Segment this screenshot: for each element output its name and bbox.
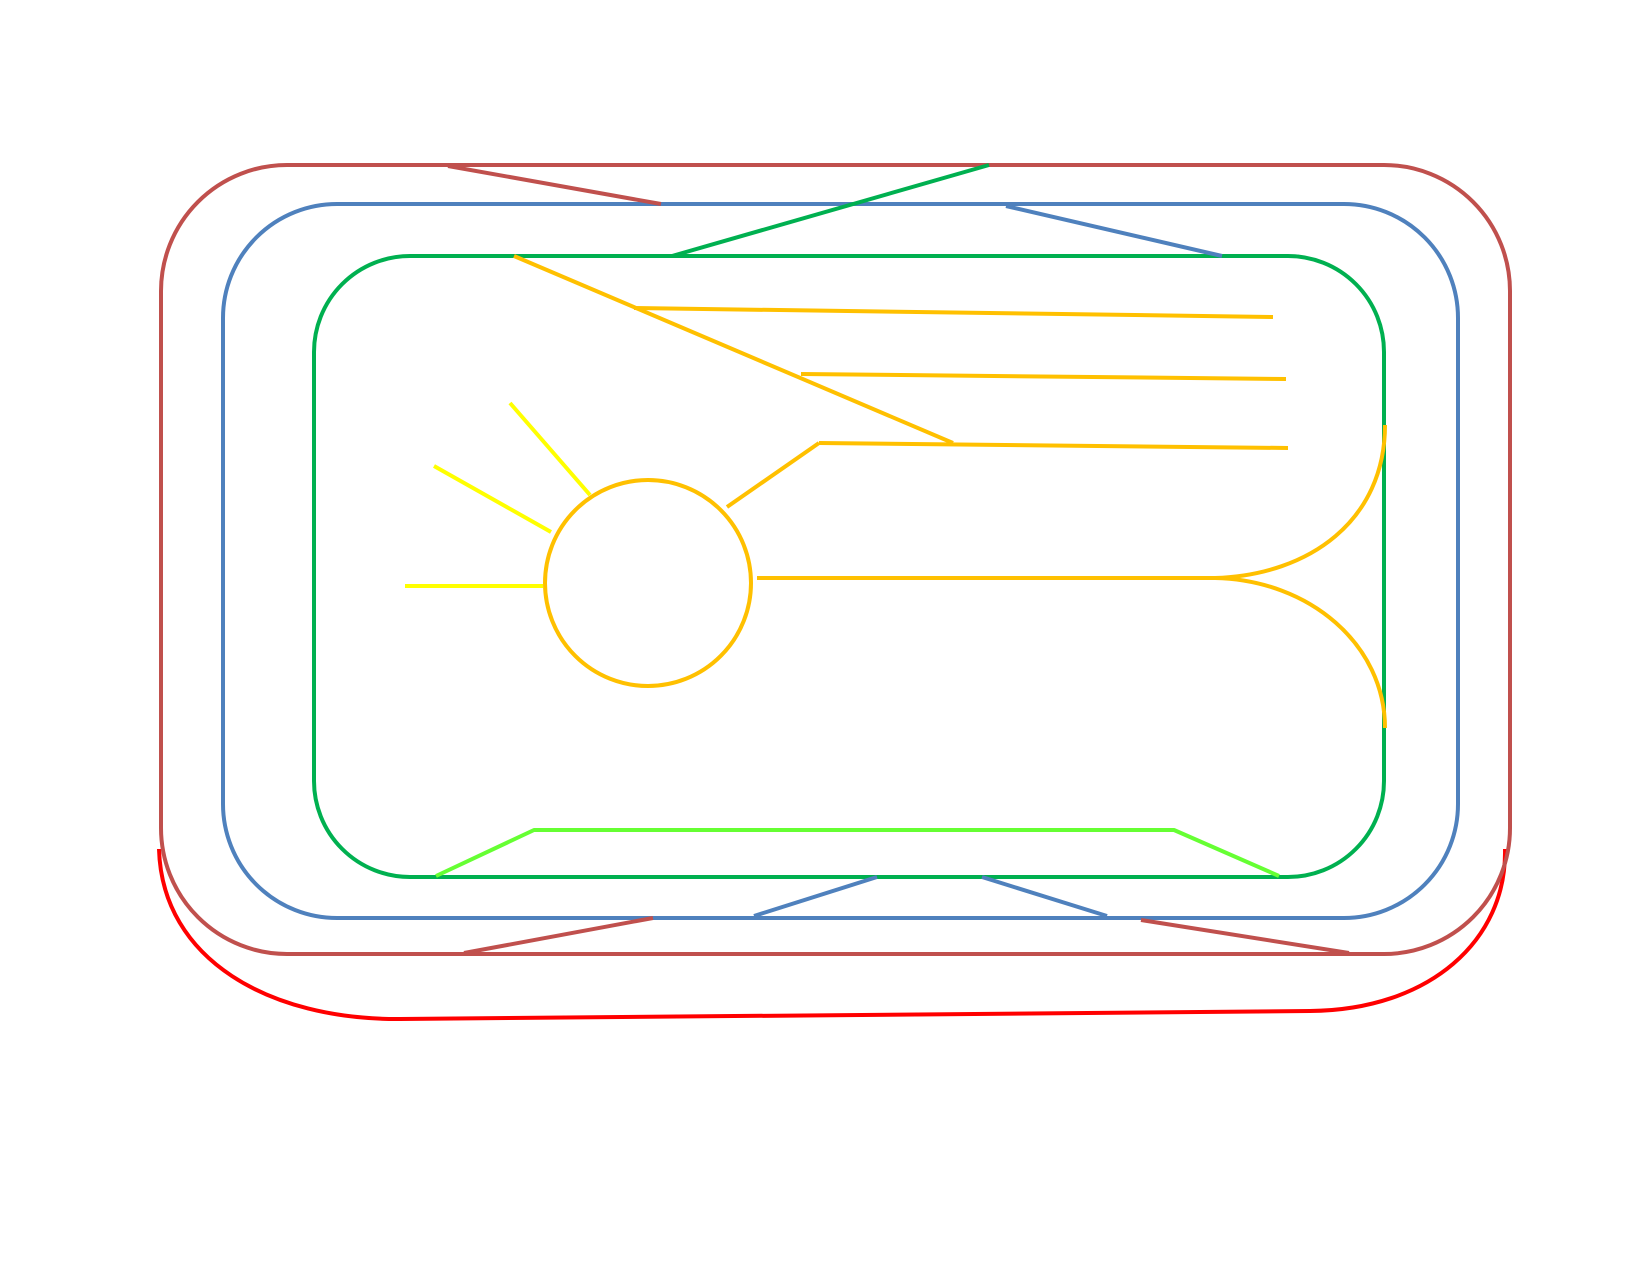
turntable-spur-2 xyxy=(433,464,552,534)
turntable-spur-1 xyxy=(508,401,592,497)
turntable xyxy=(543,478,753,688)
lower-level-track xyxy=(157,848,1508,1022)
inner-loop-track xyxy=(312,254,1386,879)
crossover-inner-outer-top xyxy=(671,163,990,258)
reversing-curve-upper xyxy=(1214,424,1387,580)
outer-loop-track xyxy=(159,163,1512,956)
middle-loop-track xyxy=(221,202,1460,920)
crossover-outer-middle-top xyxy=(447,164,662,206)
yard-siding-3 xyxy=(818,441,1289,450)
crossover-middle-inner-bottom-right xyxy=(981,875,1108,918)
crossover-middle-inner-top xyxy=(1005,204,1223,258)
crossover-outer-middle-bottom-left xyxy=(463,916,654,955)
reversing-curve-lower xyxy=(1214,576,1387,729)
crossover-outer-middle-bottom-right xyxy=(1140,918,1350,955)
yard-siding-1 xyxy=(633,306,1274,319)
crossover-middle-inner-bottom-left xyxy=(753,875,878,918)
yard-siding-3-lead xyxy=(725,441,821,509)
passing-siding-track xyxy=(435,828,1280,878)
yard-siding-2 xyxy=(800,372,1287,381)
yard-ladder xyxy=(513,254,954,445)
